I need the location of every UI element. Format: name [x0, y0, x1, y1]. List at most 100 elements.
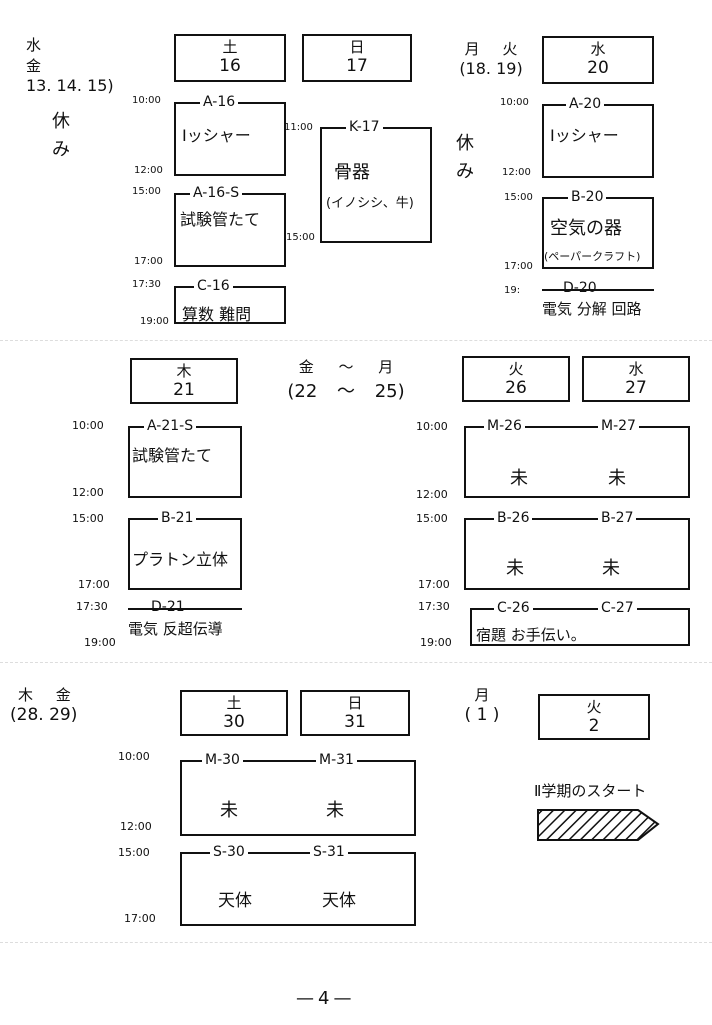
slot-a16-code: A-16: [200, 94, 239, 110]
week1-rest-1: 休 み: [52, 111, 70, 160]
week2-time: 19:00: [84, 636, 116, 649]
week3-time: 10:00: [118, 750, 150, 763]
week1-sat-header: 土 16: [174, 34, 286, 82]
week1-mon-tue-dow: 月 火: [464, 40, 518, 58]
week2-time: 15:00: [72, 512, 104, 525]
week2-tue-date: 26: [505, 378, 527, 398]
slot-d21-text: 電気 反超伝導: [128, 620, 223, 638]
week3-time: 12:00: [120, 820, 152, 833]
week1-time: 19:: [504, 285, 521, 296]
slot-k17-code: K-17: [346, 119, 383, 135]
week2-time: 15:00: [416, 512, 448, 525]
week1-wed-header: 水 20: [542, 36, 654, 84]
week1-sat-date: 16: [219, 56, 241, 76]
slot-k17: [320, 127, 432, 243]
week3-sat-header: 土 30: [180, 690, 288, 736]
week2-wed-dow: 水: [628, 360, 644, 378]
slot-b20-code: B-20: [568, 189, 607, 205]
week1-time: 17:30: [132, 279, 161, 290]
week1-time: 11:00: [284, 122, 313, 133]
week3-tue-date: 2: [588, 716, 600, 736]
week2-time: 17:30: [76, 600, 108, 613]
slot-a21s-code: A-21-S: [144, 418, 197, 434]
week1-time: 19:00: [140, 316, 169, 327]
week1-wed-dow: 水: [590, 40, 606, 58]
week2-time: 19:00: [420, 636, 452, 649]
slot-s31-code: S-31: [310, 844, 348, 860]
week1-time: 12:00: [502, 167, 531, 178]
week3-time: 17:00: [124, 912, 156, 925]
week2-fri-mon-header: 金 〜 月 (22 〜 25): [262, 356, 430, 403]
slot-b26-text: 未: [506, 558, 524, 579]
week3-sun-date: 31: [344, 712, 366, 732]
week2-tue-dow: 火: [508, 360, 524, 378]
week3-mon-date: ( 1 ): [464, 705, 500, 725]
week1-mon-tue-dates: (18. 19): [459, 59, 523, 78]
week3-tue-dow: 火: [586, 698, 602, 716]
week2-time: 17:30: [418, 600, 450, 613]
slot-c26-code: C-26: [494, 600, 533, 616]
week1-wed-fri-dates: 13. 14. 15): [26, 76, 114, 95]
week1-time: 17:00: [504, 261, 533, 272]
week3-sat-dow: 土: [226, 694, 242, 712]
week3-sun-dow: 日: [347, 694, 363, 712]
slot-c-text: 宿題 お手伝い。: [476, 626, 586, 644]
week2-time: 10:00: [416, 420, 448, 433]
week1-time: 12:00: [134, 165, 163, 176]
week3-sat-date: 30: [223, 712, 245, 732]
slot-c26-c27: [470, 608, 690, 646]
week2-time: 12:00: [72, 486, 104, 499]
week1-wed-fri-dow: 水 金: [26, 36, 80, 75]
week1-sun-header: 日 17: [302, 34, 412, 82]
week1-sat-dow: 土: [222, 38, 238, 56]
week1-mon-tue-header: 月 火 (18. 19): [446, 38, 536, 78]
week2-tue-header: 火 26: [462, 356, 570, 402]
slot-d21-code: D-21: [148, 599, 188, 615]
slot-b20-text: 空気の器: [550, 218, 622, 239]
slot-m30-m31: [180, 760, 416, 836]
slot-m26-text: 未: [510, 468, 528, 489]
slot-b20-sub: (ペーパークラフト): [544, 250, 641, 263]
week1-wed-fri-header: 水 金 13. 14. 15): [26, 34, 146, 95]
slot-d20-code: D-20: [560, 280, 600, 296]
week3-tue-header: 火 2: [538, 694, 650, 740]
slot-a16s: [174, 193, 286, 267]
week1-wed-date: 20: [587, 58, 609, 78]
week1-time: 17:00: [134, 256, 163, 267]
week2-time: 17:00: [78, 578, 110, 591]
week3-sun-header: 日 31: [300, 690, 410, 736]
week1-time: 15:00: [132, 186, 161, 197]
slot-m26-code: M-26: [484, 418, 525, 434]
slot-m30-code: M-30: [202, 752, 243, 768]
week1-sun-date: 17: [346, 56, 368, 76]
week2-thu-dow: 木: [176, 362, 192, 380]
slot-k17-text: 骨器: [334, 162, 370, 183]
slot-m30-text: 未: [220, 800, 238, 821]
week3-thu-fri-header: 木 金 (28. 29): [10, 684, 110, 725]
slot-m27-code: M-27: [598, 418, 639, 434]
slot-c16-text: 算数 難問: [182, 305, 252, 324]
divider: [0, 942, 712, 943]
week1-rest-2: 休 み: [456, 133, 474, 182]
slot-b21-text: プラトン立体: [132, 550, 229, 569]
slot-c27-code: C-27: [598, 600, 637, 616]
week2-fri-mon-dates: (22 〜 25): [287, 381, 405, 402]
week1-time: 15:00: [286, 232, 315, 243]
week2-time: 12:00: [416, 488, 448, 501]
slot-s31-text: 天体: [322, 891, 356, 911]
divider: [0, 340, 712, 341]
page-number: —4—: [296, 988, 356, 1009]
slot-a16s-code: A-16-S: [190, 185, 243, 201]
divider: [0, 662, 712, 663]
slot-s30-s31: [180, 852, 416, 926]
week3-mon-header: 月 ( 1 ): [452, 684, 512, 725]
week2-time: 17:00: [418, 578, 450, 591]
week2-time: 10:00: [72, 419, 104, 432]
slot-m31-text: 未: [326, 800, 344, 821]
slot-a16-text: Iッシャー: [182, 126, 251, 145]
slot-d20-top-line: [542, 289, 654, 291]
slot-m26-m27: [464, 426, 690, 498]
week1-time: 10:00: [132, 95, 161, 106]
week2-wed-date: 27: [625, 378, 647, 398]
week2-thu-header: 木 21: [130, 358, 238, 404]
